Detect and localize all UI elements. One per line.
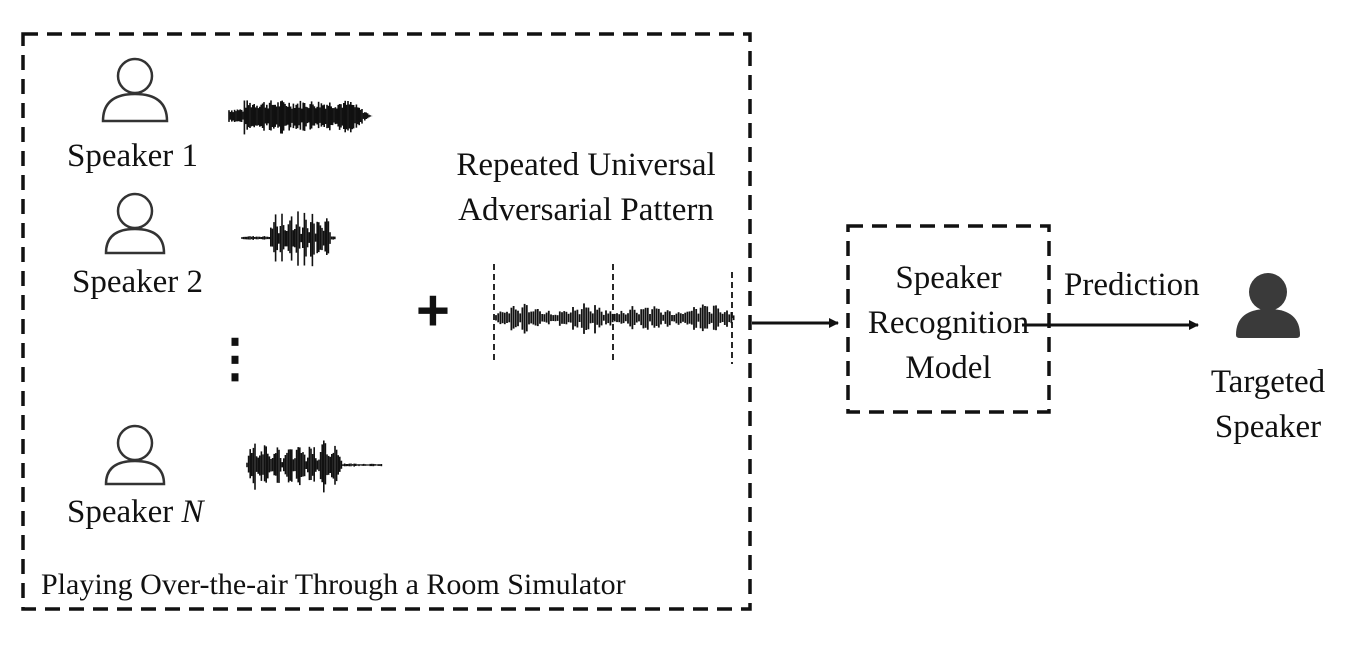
- person-outline-icon: [101, 57, 169, 123]
- plus-sign: +: [416, 278, 450, 343]
- speaker-n-variable: N: [181, 494, 204, 530]
- target-label: Targeted Speaker: [1190, 360, 1346, 450]
- person-filled-icon: [1236, 273, 1300, 338]
- waveform-icon: [246, 440, 383, 493]
- person-outline-icon: [104, 192, 166, 255]
- target-label-line1: Targeted: [1210, 364, 1326, 400]
- pattern-title-line1: Repeated Universal: [456, 147, 716, 183]
- model-label-line2: Recognition: [867, 305, 1030, 341]
- speaker-n-prefix: Speaker: [67, 494, 182, 530]
- ellipsis: ⋮: [209, 331, 261, 388]
- speaker-2-label: Speaker 2: [72, 264, 204, 300]
- model-label-line3: Model: [905, 350, 992, 386]
- pattern-title: Repeated Universal Adversarial Pattern: [430, 143, 742, 233]
- pattern-title-line2: Adversarial Pattern: [458, 192, 714, 228]
- waveform-icon: [228, 100, 373, 135]
- adversarial-pattern-waveform: [495, 303, 735, 334]
- waveform-icon: [241, 211, 336, 267]
- person-outline-icon: [104, 424, 166, 486]
- model-label: Speaker Recognition Model: [848, 256, 1049, 391]
- environment-caption: Playing Over-the-air Through a Room Simu…: [41, 568, 626, 601]
- model-label-line1: Speaker: [895, 260, 1002, 296]
- target-label-line2: Speaker: [1214, 409, 1322, 445]
- speaker-1-label: Speaker 1: [67, 138, 199, 174]
- room-simulator-frame: [21, 32, 752, 611]
- speaker-n-label: Speaker N: [67, 493, 204, 531]
- prediction-label: Prediction: [1064, 267, 1200, 303]
- recognition-model-box: [846, 224, 1051, 414]
